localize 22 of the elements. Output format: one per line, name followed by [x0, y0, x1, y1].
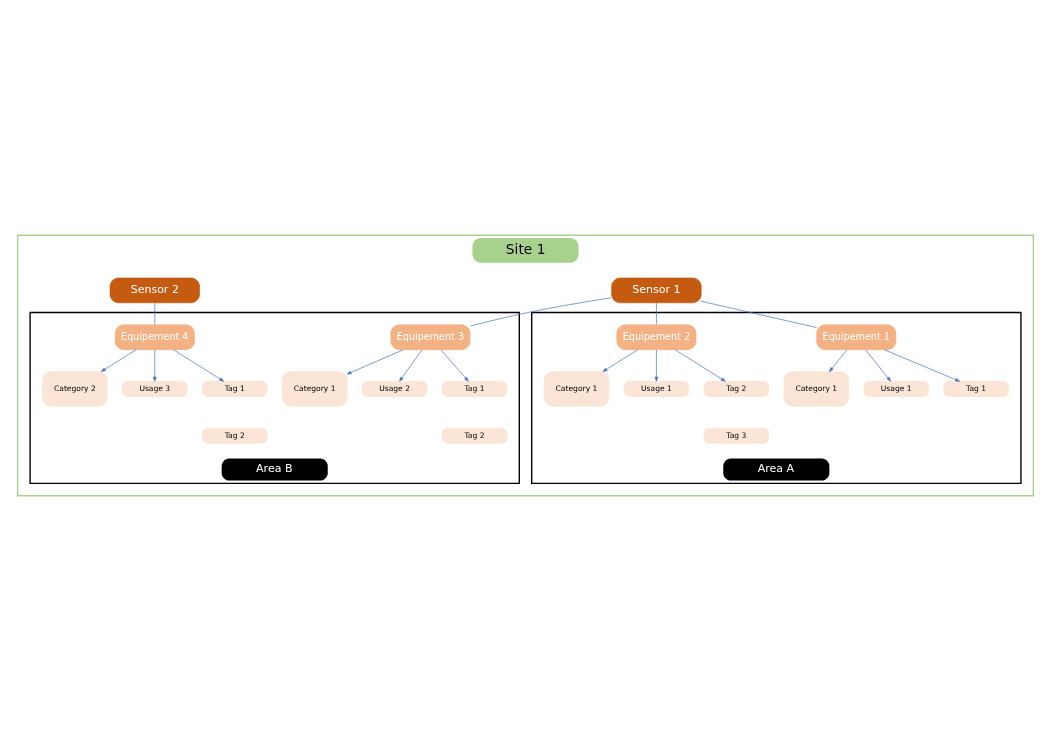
node-box: Equipement 2 — [616, 324, 697, 350]
arrow — [829, 349, 848, 372]
node-box: Equipement 4 — [114, 324, 195, 350]
arrow — [101, 349, 137, 372]
node-box: Equipement 3 — [390, 324, 471, 350]
node-box: Sensor 2 — [109, 277, 200, 304]
arrow — [654, 349, 659, 382]
connector — [656, 302, 657, 325]
node-box: Sensor 1 — [611, 277, 702, 304]
connector — [154, 302, 156, 325]
arrow — [674, 349, 726, 382]
arrow — [346, 349, 404, 375]
arrow — [399, 349, 423, 382]
node-box: Equipement 1 — [816, 324, 897, 350]
arrow — [865, 349, 891, 382]
arrow — [173, 349, 225, 382]
connector — [469, 297, 612, 327]
arrow — [602, 349, 639, 372]
arrow — [153, 349, 157, 382]
arrow — [884, 349, 960, 382]
connector — [700, 300, 817, 328]
arrow — [440, 349, 469, 382]
